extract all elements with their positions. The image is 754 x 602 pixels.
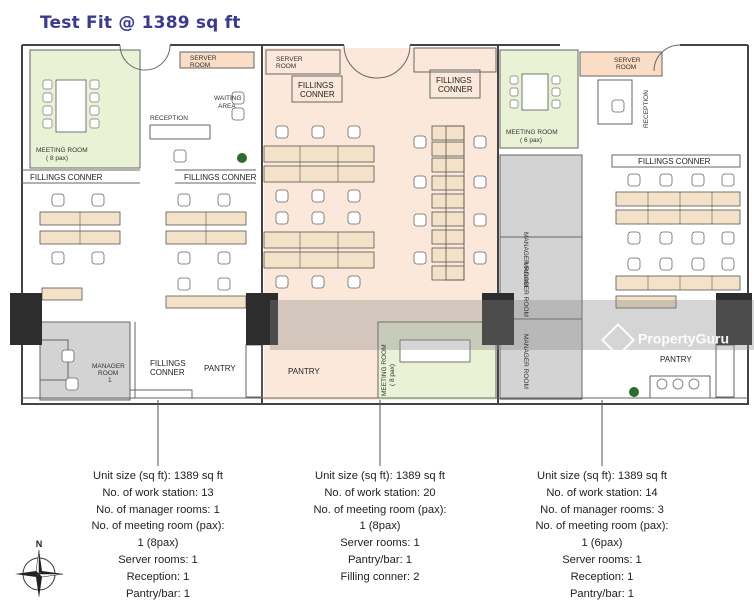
meeting-room-8-label: MEETING ROOM <box>36 147 88 154</box>
stat-line: 1 (8pax) <box>359 520 401 533</box>
reception-label-1: RECEPTION <box>150 115 188 122</box>
layout-2-stats: Unit size (sq ft): 1389 sq ft No. of wor… <box>270 468 490 586</box>
manager-room-1-zone <box>40 322 130 400</box>
stat-line: No. of work station: 20 <box>324 486 436 499</box>
column-2 <box>246 293 278 345</box>
pantry-label-1: PANTRY <box>204 364 236 373</box>
stat-line: Pantry/bar: 1 <box>125 587 191 600</box>
fillings-label-m2: FILLINGS <box>436 76 472 85</box>
fillings-conner-label-3: FILLINGS CONNER <box>638 157 711 166</box>
stat-line: No. of meeting room (pax): <box>535 520 669 533</box>
outer-wall <box>21 45 749 405</box>
watermark-text: PropertyGuru <box>638 330 730 347</box>
waiting-area-label-2: AREA <box>218 103 236 110</box>
stat-line: Filling conner: 2 <box>340 570 420 583</box>
pantry-label-3: PANTRY <box>660 355 692 364</box>
meeting-room-vert-label: MEETING ROOM <box>381 344 388 396</box>
conner-label-3: CONNER <box>150 368 185 377</box>
server-room-label-2b: ROOM <box>276 63 296 70</box>
fillings-conner-label-2: FILLINGS CONNER <box>184 173 257 182</box>
meeting-room-6-pax: ( 6 pax) <box>520 137 542 144</box>
stat-line: Pantry/bar: 1 <box>569 587 635 600</box>
manager-room-c-label: MANAGER ROOM <box>522 334 529 389</box>
reception-label-3: RECEPTION <box>643 90 650 128</box>
server-room-zone-3 <box>580 52 662 76</box>
fillings-conner-label-1: FILLINGS CONNER <box>30 173 103 182</box>
stat-line: Unit size (sq ft): 1389 sq ft <box>93 470 223 482</box>
watermark-band <box>270 300 754 350</box>
stat-line: Server rooms: 1 <box>562 553 642 566</box>
stat-line: Reception: 1 <box>570 570 634 583</box>
waiting-area-label: WAITING <box>214 95 242 102</box>
pantry-label-2: PANTRY <box>288 367 320 376</box>
propertyguru-logo-icon <box>601 323 635 357</box>
layout-1-stats: Unit size (sq ft): 1389 sq ft No. of wor… <box>48 468 268 602</box>
stat-line: No. of work station: 14 <box>546 486 658 499</box>
stat-line: Server rooms: 1 <box>118 553 198 566</box>
server-room-label-1b: ROOM <box>190 62 210 69</box>
plant-icon-2 <box>629 387 639 397</box>
conner-label-m1: CONNER <box>300 90 335 99</box>
stat-line: Unit size (sq ft): 1389 sq ft <box>315 470 445 482</box>
layout-3-stats: Unit size (sq ft): 1389 sq ft No. of wor… <box>492 468 712 602</box>
column-4 <box>716 293 752 345</box>
conner-label-m2: CONNER <box>438 85 473 94</box>
stat-line: Unit size (sq ft): 1389 sq ft <box>537 470 667 482</box>
stat-line: No. of work station: 13 <box>102 486 214 499</box>
server-room-zone-1 <box>180 52 254 68</box>
watermark: PropertyGuru <box>601 323 730 357</box>
stat-line: No. of manager rooms: 1 <box>96 503 220 516</box>
stat-line: No. of manager rooms: 3 <box>540 503 664 516</box>
server-room-label-3: SERVER <box>614 57 641 64</box>
fillings-label-m1: FILLINGS <box>298 81 334 90</box>
server-room-label-2: SERVER <box>276 56 303 63</box>
meeting-room-vert-pax: ( 8 pax) <box>389 364 396 386</box>
server-room-label-3b: ROOM <box>616 64 636 71</box>
page-title: Test Fit @ 1389 sq ft <box>40 13 241 33</box>
manager-room-label-1: MANAGER <box>92 363 125 370</box>
stat-line: 1 (8pax) <box>137 537 179 550</box>
compass-icon: N <box>15 539 64 598</box>
server-room-label-1: SERVER <box>190 55 217 62</box>
stat-line: No. of meeting room (pax): <box>313 503 447 516</box>
stat-line: Server rooms: 1 <box>340 537 420 550</box>
stat-line: No. of meeting room (pax): <box>91 520 225 533</box>
compass-north-label: N <box>36 539 43 549</box>
manager-room-b-label: MANAGER ROOM <box>522 262 529 317</box>
manager-rooms-zone <box>500 155 582 400</box>
manager-room-num: 1 <box>108 377 112 384</box>
stat-line: 1 (6pax) <box>581 537 623 550</box>
column-3 <box>482 293 514 345</box>
column <box>10 293 42 345</box>
fillings-label-3: FILLINGS <box>150 359 186 368</box>
stat-line: Pantry/bar: 1 <box>347 553 413 566</box>
meeting-room-6-label: MEETING ROOM <box>506 129 558 136</box>
plant-icon <box>237 153 247 163</box>
stat-line: Reception: 1 <box>126 570 190 583</box>
manager-room-label-1b: ROOM <box>98 370 118 377</box>
meeting-room-8-pax: ( 8 pax) <box>46 155 68 162</box>
manager-room-a-label: MANAGER ROOM <box>522 232 529 287</box>
